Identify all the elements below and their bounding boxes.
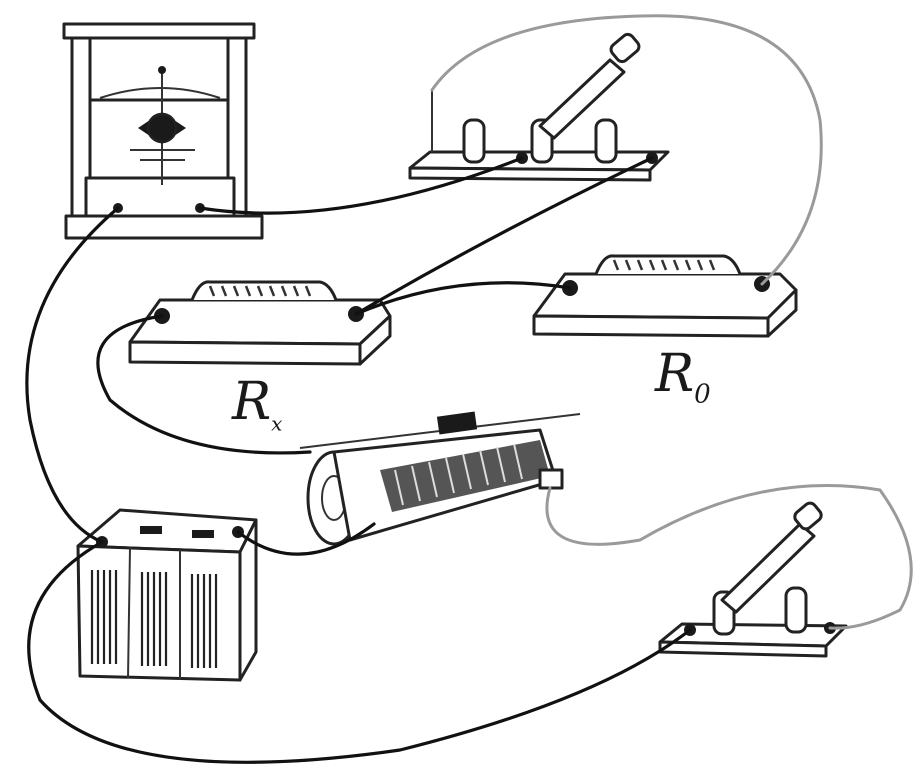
galvanometer	[62, 22, 264, 240]
label-r0: R0	[655, 348, 711, 407]
rheostat	[299, 411, 581, 546]
resistor-box-r0	[532, 254, 798, 338]
label-r0-subscript: 0	[694, 379, 711, 410]
label-r0-symbol: R	[655, 344, 695, 404]
resistor-box-rx	[128, 280, 392, 366]
label-rx-symbol: R	[232, 372, 272, 432]
label-rx-subscript: x	[271, 411, 283, 436]
knife-switch-top	[408, 32, 670, 182]
wires	[25, 14, 913, 764]
label-rx: Rx	[232, 376, 282, 433]
battery	[76, 508, 258, 682]
